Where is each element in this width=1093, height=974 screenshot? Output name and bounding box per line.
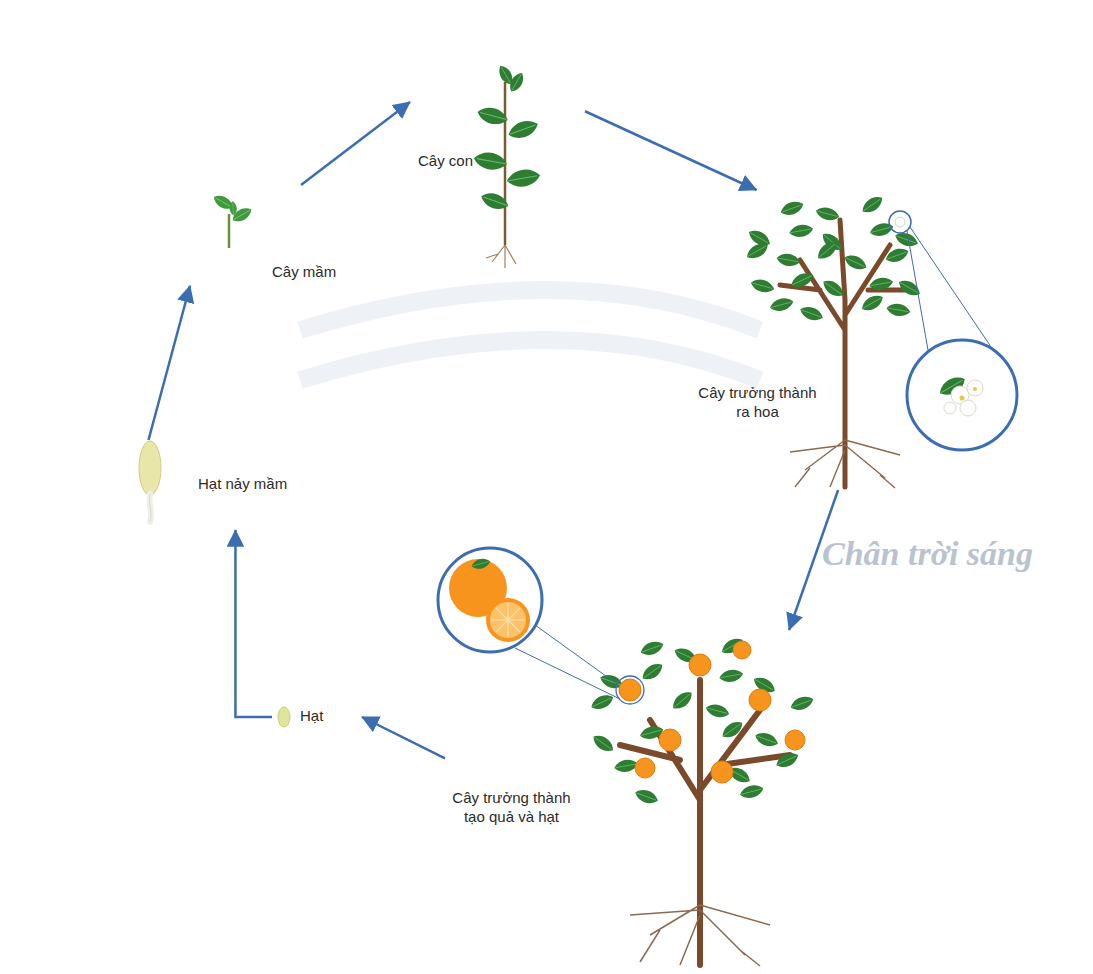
young-plant — [472, 63, 541, 268]
stage-label: Cây mầm — [272, 262, 336, 281]
cycle-arrow — [301, 102, 410, 185]
flowering-tree — [744, 193, 1017, 488]
stage-label: Cây trưởng thành tạo quả và hạt — [449, 788, 574, 826]
germinating-seed — [139, 441, 161, 522]
cycle-arrow — [362, 717, 445, 758]
stage-label: Cây con — [418, 151, 473, 170]
cycle-arrow — [149, 286, 191, 440]
stage-label: Hạt — [300, 706, 323, 725]
life-stage: Cây mầm — [190, 185, 375, 297]
stage-label: Cây trưởng thành ra hoa — [690, 383, 825, 421]
cycle-arrow — [235, 530, 272, 717]
cycle-arrow — [585, 111, 757, 190]
life-stage: Cây con — [410, 65, 585, 250]
life-stage: Cây trưởng thành ra hoa — [680, 190, 935, 490]
stage-label: Hạt nảy mầm — [198, 474, 287, 493]
life-stage: Cây trưởng thành tạo quả và hạt — [445, 630, 815, 968]
life-stage: Hạt nảy mầm — [125, 440, 360, 530]
sprout — [211, 192, 254, 248]
watermark: Chân trời sáng — [822, 535, 1033, 573]
seed — [278, 707, 290, 727]
life-stage: Hạt — [272, 700, 362, 734]
background-arc — [300, 290, 760, 380]
fruiting-tree — [438, 548, 815, 966]
